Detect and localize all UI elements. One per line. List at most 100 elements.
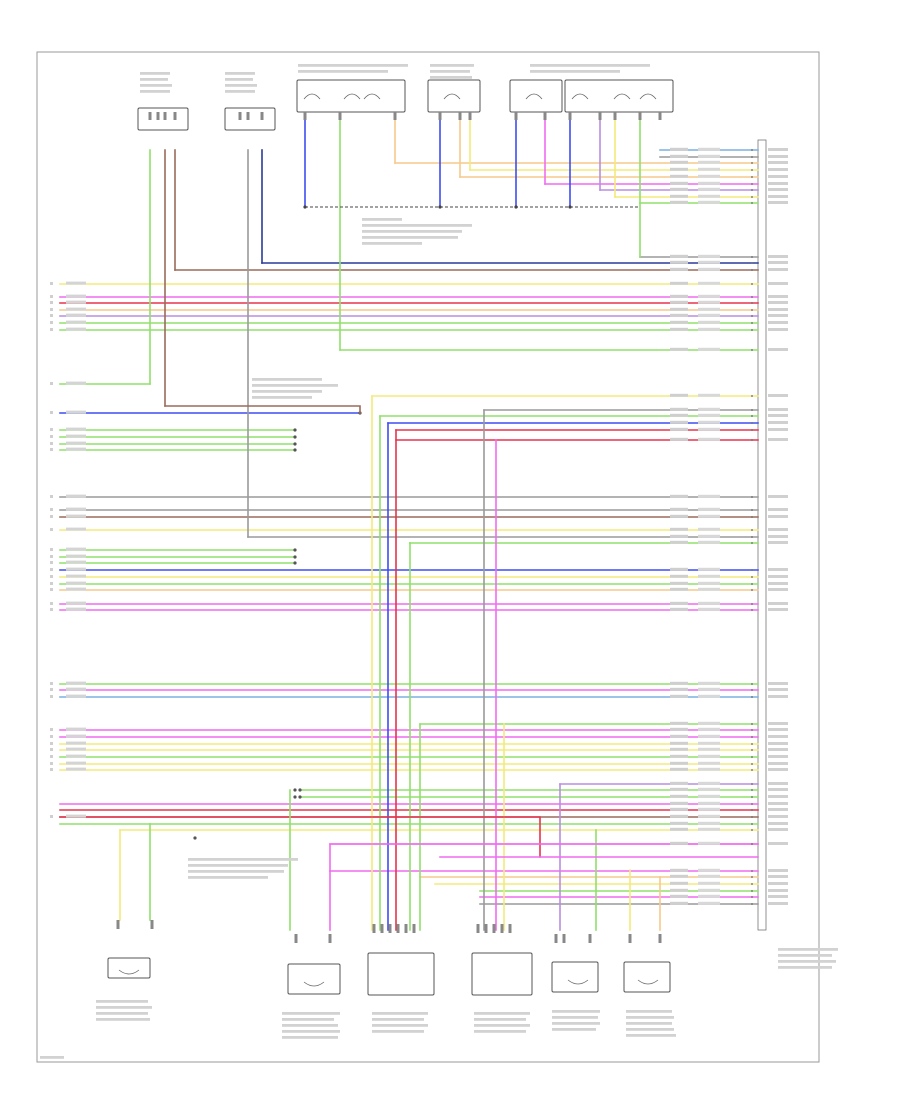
connector-pin — [751, 196, 753, 198]
connector-terminal — [338, 112, 342, 120]
wire-label-stub — [698, 807, 720, 811]
wire-label-stub — [698, 747, 720, 751]
connector-mark — [50, 411, 53, 414]
connector-terminal — [562, 934, 566, 943]
wire-label-stub — [66, 567, 86, 571]
wire-label-stub — [66, 814, 86, 818]
sensor-element — [613, 93, 631, 100]
connector-pin — [751, 689, 753, 691]
caption-placeholder — [298, 70, 388, 73]
pin-label-stub — [768, 301, 788, 304]
caption-placeholder — [474, 1012, 530, 1015]
pin-label-stub — [768, 782, 788, 785]
components-layer — [107, 79, 674, 996]
component-box — [296, 79, 406, 113]
component-box — [509, 79, 563, 113]
wire-label-stub — [698, 347, 720, 351]
wire-label-stub — [670, 721, 688, 725]
caption-placeholder — [552, 1016, 598, 1019]
caption-placeholder — [474, 1030, 526, 1033]
wire-label-stub — [698, 827, 720, 831]
connector-terminal — [543, 112, 547, 120]
caption-placeholder — [372, 1030, 424, 1033]
connector-terminal — [116, 920, 120, 929]
wire-label-stub — [698, 167, 720, 171]
splice-dot — [568, 205, 572, 209]
wire-label-stub — [670, 437, 688, 441]
wire-label-stub — [698, 200, 720, 204]
connector-pin — [751, 156, 753, 158]
connector-pin — [751, 809, 753, 811]
connector-terminal — [150, 920, 154, 929]
connector-mark — [50, 682, 53, 685]
component-box — [551, 961, 599, 993]
pin-label-stub — [768, 869, 788, 872]
wire-label-stub — [66, 687, 86, 691]
wire-label-stub — [670, 747, 688, 751]
wire-label-stub — [66, 741, 86, 745]
connector-terminal — [613, 112, 617, 120]
wire-label-stub — [698, 320, 720, 324]
wire-label-stub — [670, 727, 688, 731]
caption-placeholder — [298, 64, 408, 67]
connector-terminal — [500, 924, 504, 933]
splice-dot — [293, 428, 297, 432]
pin-label-stub — [768, 895, 788, 898]
pin-label-stub — [768, 421, 788, 424]
connector-terminal — [484, 924, 488, 933]
wire-label-stub — [698, 567, 720, 571]
connector-mark — [50, 442, 53, 445]
connector-mark — [50, 301, 53, 304]
connector-pin — [751, 496, 753, 498]
connector-mark — [50, 328, 53, 331]
wire-label-stub — [670, 160, 688, 164]
connector-pin — [751, 903, 753, 905]
caption-placeholder — [626, 1016, 674, 1019]
connector-mark — [50, 295, 53, 298]
splice-dot — [298, 795, 302, 799]
connector-pin — [751, 743, 753, 745]
wire-label-stub — [66, 307, 86, 311]
wire-label-stub — [670, 187, 688, 191]
connector-mark — [50, 528, 53, 531]
caption-placeholder — [282, 1012, 340, 1015]
labels-layer — [40, 64, 838, 1059]
connector-pin — [751, 422, 753, 424]
wire-label-stub — [698, 874, 720, 878]
wire-label-stub — [66, 447, 86, 451]
wire-label-stub — [670, 413, 688, 417]
pin-label-stub — [768, 695, 788, 698]
connector-terminal — [396, 924, 400, 933]
caption-placeholder — [225, 90, 255, 93]
connector-pin — [751, 395, 753, 397]
connector-pin — [751, 269, 753, 271]
connector-pin — [751, 883, 753, 885]
wire-label-stub — [670, 260, 688, 264]
wire-label-stub — [66, 747, 86, 751]
wire-label-stub — [698, 294, 720, 298]
splice-dot — [293, 555, 297, 559]
connector-pin — [751, 736, 753, 738]
wire-bent — [164, 405, 361, 414]
caption-placeholder — [188, 876, 268, 879]
connector-terminal — [554, 934, 558, 943]
connector-terminal — [246, 112, 250, 120]
wire-label-stub — [698, 300, 720, 304]
pin-label-stub — [768, 788, 788, 791]
pin-label-stub — [768, 688, 788, 691]
caption-placeholder — [372, 1024, 428, 1027]
wire-label-stub — [670, 821, 688, 825]
pin-label-stub — [768, 268, 788, 271]
wire-label-stub — [698, 181, 720, 185]
caption-placeholder — [552, 1010, 600, 1013]
caption-placeholder — [530, 70, 620, 73]
caption-placeholder — [282, 1024, 338, 1027]
connector-terminal — [163, 112, 167, 120]
caption-placeholder — [252, 378, 322, 381]
connector-mark — [50, 762, 53, 765]
caption-placeholder — [282, 1030, 340, 1033]
wire-label-stub — [66, 694, 86, 698]
connector-pin — [751, 876, 753, 878]
connector-pin — [751, 529, 753, 531]
pin-label-stub — [768, 828, 788, 831]
